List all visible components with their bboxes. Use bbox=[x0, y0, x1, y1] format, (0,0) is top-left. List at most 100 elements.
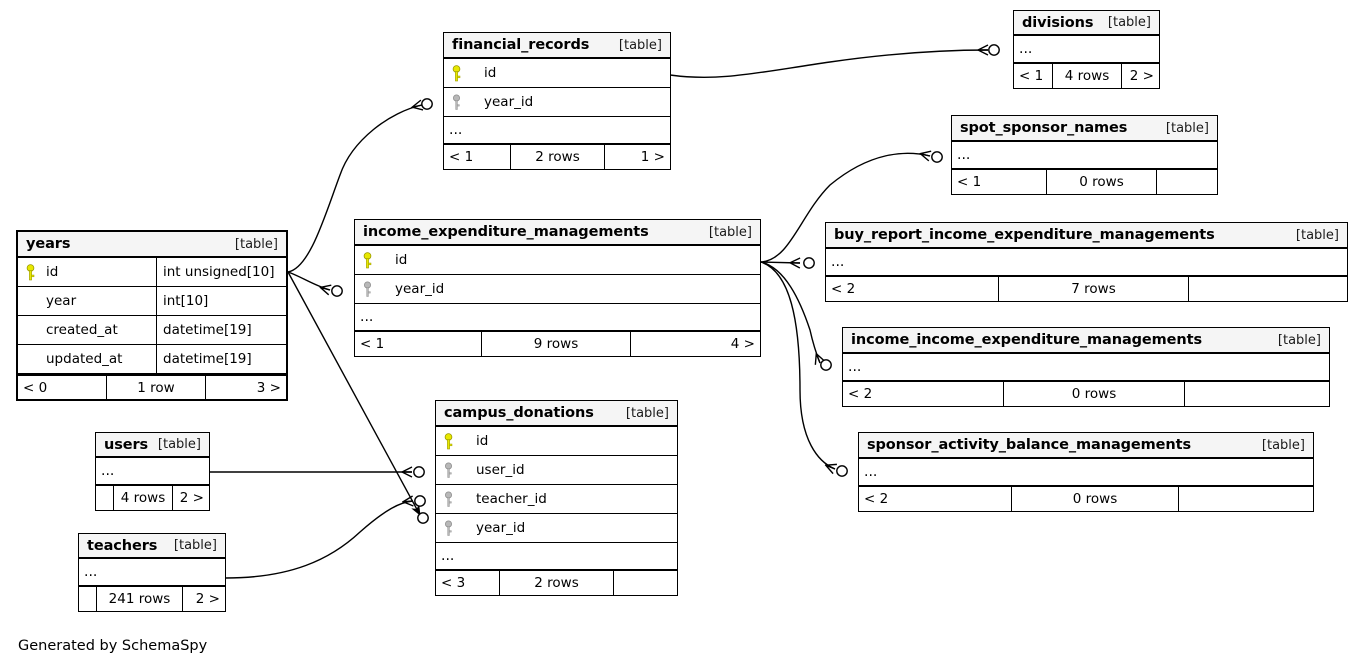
table-title: years bbox=[26, 236, 71, 252]
column-row[interactable]: year_id bbox=[355, 275, 760, 304]
generated-by-note: Generated by SchemaSpy bbox=[18, 638, 208, 654]
table-kind-label: [table] bbox=[157, 437, 201, 452]
footer-children[interactable]: 4 > bbox=[730, 336, 755, 352]
more-columns-indicator: ... bbox=[843, 354, 1329, 381]
more-columns-indicator: ... bbox=[826, 249, 1347, 276]
table-header: financial_records [table] bbox=[444, 33, 670, 59]
more-columns-indicator: ... bbox=[436, 543, 677, 570]
table-buy-report-income-expenditure-managements[interactable]: buy_report_income_expenditure_management… bbox=[825, 222, 1348, 302]
primary-key-icon bbox=[451, 64, 462, 82]
column-row[interactable]: id bbox=[355, 246, 760, 275]
footer-children[interactable] bbox=[1189, 277, 1347, 301]
footer-children[interactable] bbox=[1185, 382, 1329, 406]
table-title: income_income_expenditure_managements bbox=[851, 332, 1202, 348]
column-name: year_id bbox=[476, 520, 526, 536]
footer-parents[interactable]: < 0 bbox=[23, 379, 48, 396]
column-row[interactable]: teacher_id bbox=[436, 485, 677, 514]
edge-users-to-campus-donations bbox=[210, 466, 425, 478]
table-header: income_expenditure_managements [table] bbox=[355, 220, 760, 246]
footer-children[interactable] bbox=[614, 571, 677, 595]
more-columns-indicator: ... bbox=[859, 459, 1313, 486]
footer-rowcount: 2 rows bbox=[499, 571, 614, 595]
column-row[interactable]: year_id bbox=[436, 514, 677, 543]
table-teachers[interactable]: teachers [table] ... 241 rows 2 > bbox=[78, 533, 226, 612]
table-kind-label: [table] bbox=[625, 405, 669, 421]
table-header: income_income_expenditure_managements [t… bbox=[843, 328, 1329, 354]
foreign-key-icon bbox=[443, 462, 454, 479]
column-name: updated_at bbox=[46, 351, 123, 367]
table-footer: 4 rows 2 > bbox=[96, 485, 209, 510]
table-spot-sponsor-names[interactable]: spot_sponsor_names [table] ... < 1 0 row… bbox=[951, 115, 1218, 195]
table-footer: < 1 9 rows 4 > bbox=[355, 331, 760, 356]
table-divisions[interactable]: divisions [table] ... < 1 4 rows 2 > bbox=[1013, 10, 1160, 89]
column-row[interactable]: user_id bbox=[436, 456, 677, 485]
table-years[interactable]: years [table] id int unsigned[10] year i… bbox=[16, 230, 288, 401]
footer-parents[interactable]: < 2 bbox=[848, 386, 873, 402]
table-header: buy_report_income_expenditure_management… bbox=[826, 223, 1347, 249]
edge-years-to-income-expenditure-managements bbox=[287, 271, 343, 297]
footer-rowcount: 0 rows bbox=[1046, 170, 1157, 194]
table-income-expenditure-managements[interactable]: income_expenditure_managements [table] i… bbox=[354, 219, 761, 357]
table-kind-label: [table] bbox=[1107, 15, 1151, 30]
table-title: income_expenditure_managements bbox=[363, 224, 649, 240]
footer-parents[interactable]: < 2 bbox=[864, 491, 889, 507]
column-type: int unsigned[10] bbox=[163, 264, 275, 280]
column-row[interactable]: updated_at datetime[19] bbox=[18, 345, 286, 374]
column-type: datetime[19] bbox=[163, 322, 252, 338]
footer-children[interactable] bbox=[1157, 170, 1217, 194]
table-title: users bbox=[104, 436, 149, 453]
table-kind-label: [table] bbox=[173, 538, 217, 553]
footer-children[interactable] bbox=[1179, 487, 1313, 511]
foreign-key-icon bbox=[443, 520, 454, 537]
column-row[interactable]: id bbox=[444, 59, 670, 88]
footer-children[interactable]: 2 > bbox=[1129, 68, 1154, 84]
footer-children[interactable]: 3 > bbox=[256, 379, 281, 396]
table-footer: < 0 1 row 3 > bbox=[18, 374, 286, 399]
column-row[interactable]: year int[10] bbox=[18, 287, 286, 316]
table-title: sponsor_activity_balance_managements bbox=[867, 437, 1191, 453]
table-footer: < 2 7 rows bbox=[826, 276, 1347, 301]
column-row[interactable]: created_at datetime[19] bbox=[18, 316, 286, 345]
table-campus-donations[interactable]: campus_donations [table] id user_id bbox=[435, 400, 678, 596]
column-type: datetime[19] bbox=[163, 351, 252, 367]
table-footer: < 1 0 rows bbox=[952, 169, 1217, 194]
footer-rowcount: 2 rows bbox=[510, 145, 605, 169]
table-income-income-expenditure-managements[interactable]: income_income_expenditure_managements [t… bbox=[842, 327, 1330, 407]
primary-key-icon bbox=[362, 251, 373, 269]
table-kind-label: [table] bbox=[234, 236, 278, 252]
table-financial-records[interactable]: financial_records [table] id year_id ...… bbox=[443, 32, 671, 170]
table-kind-label: [table] bbox=[618, 37, 662, 53]
table-sponsor-activity-balance-managements[interactable]: sponsor_activity_balance_managements [ta… bbox=[858, 432, 1314, 512]
table-footer: < 1 2 rows 1 > bbox=[444, 144, 670, 169]
column-row[interactable]: id int unsigned[10] bbox=[18, 258, 286, 287]
footer-parents[interactable]: < 3 bbox=[441, 575, 466, 591]
column-row[interactable]: id bbox=[436, 427, 677, 456]
table-header: users [table] bbox=[96, 433, 209, 458]
footer-children[interactable]: 2 > bbox=[195, 591, 220, 607]
column-name: year bbox=[46, 293, 77, 309]
column-row[interactable]: year_id bbox=[444, 88, 670, 117]
table-title: buy_report_income_expenditure_management… bbox=[834, 227, 1215, 243]
footer-parents[interactable]: < 1 bbox=[957, 174, 982, 190]
column-name: id bbox=[476, 433, 489, 449]
foreign-key-icon bbox=[362, 281, 373, 298]
edge-financial-records-to-divisions bbox=[669, 44, 1000, 79]
footer-parents[interactable]: < 1 bbox=[1019, 68, 1044, 84]
column-name: year_id bbox=[395, 281, 445, 297]
footer-parents[interactable] bbox=[96, 486, 113, 510]
footer-parents[interactable]: < 1 bbox=[449, 149, 474, 165]
table-title: divisions bbox=[1022, 14, 1094, 31]
table-kind-label: [table] bbox=[708, 224, 752, 240]
footer-children[interactable]: 1 > bbox=[640, 149, 665, 165]
footer-rowcount: 241 rows bbox=[96, 587, 183, 611]
column-name: year_id bbox=[484, 94, 534, 110]
table-footer: < 2 0 rows bbox=[859, 486, 1313, 511]
edge-teachers-to-campus-donations bbox=[225, 495, 426, 579]
footer-children[interactable]: 2 > bbox=[179, 490, 204, 506]
footer-parents[interactable] bbox=[79, 587, 96, 611]
footer-parents[interactable]: < 2 bbox=[831, 281, 856, 297]
footer-rowcount: 4 rows bbox=[113, 486, 173, 510]
table-header: sponsor_activity_balance_managements [ta… bbox=[859, 433, 1313, 459]
footer-parents[interactable]: < 1 bbox=[360, 336, 385, 352]
table-users[interactable]: users [table] ... 4 rows 2 > bbox=[95, 432, 210, 511]
